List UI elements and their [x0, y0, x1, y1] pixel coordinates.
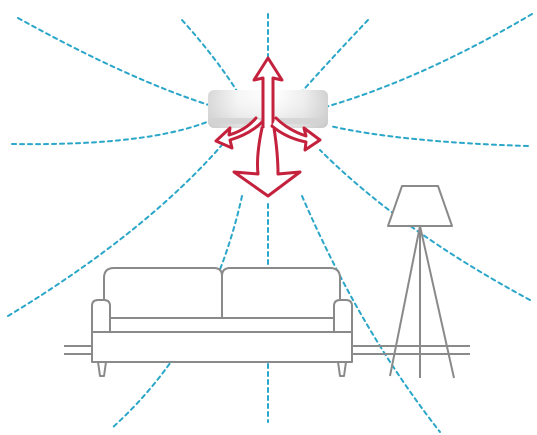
airflow-line — [330, 126, 528, 146]
airflow-line — [18, 18, 212, 106]
floor-lamp-icon — [388, 186, 454, 378]
airflow-line — [12, 120, 212, 144]
sofa-icon — [92, 268, 352, 376]
airflow-line — [182, 20, 240, 96]
airflow-line — [298, 20, 368, 96]
airflow-line — [322, 14, 532, 108]
